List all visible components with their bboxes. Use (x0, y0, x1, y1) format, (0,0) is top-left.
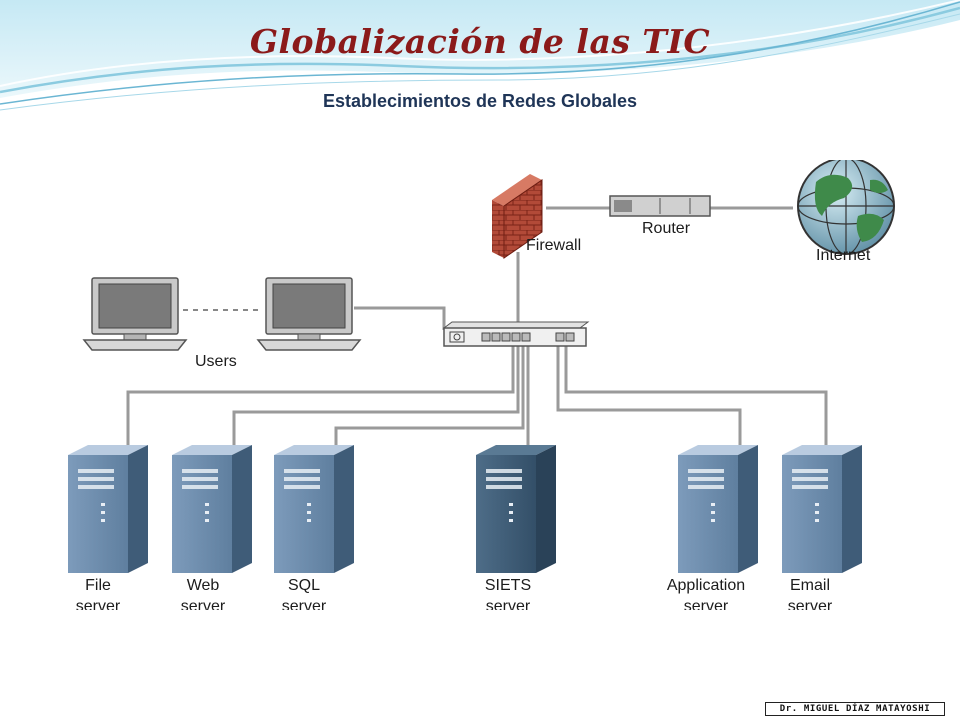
server-web-label-2: server (181, 598, 226, 610)
slide-subtitle: Establecimientos de Redes Globales (322, 91, 638, 111)
author-credit: Dr. MIGUEL DÍAZ MATAYOSHI (765, 702, 945, 716)
internet-label: Internet (816, 247, 871, 264)
server-email-label-1: Email (790, 577, 830, 594)
server-sql (274, 445, 354, 573)
server-web (172, 445, 252, 573)
users-label: Users (195, 353, 237, 370)
server-siets-label-1: SIETS (485, 577, 531, 594)
network-cables (126, 206, 828, 447)
router-label: Router (642, 220, 691, 237)
server-file-label-1: File (85, 577, 111, 594)
internet-globe-icon (797, 160, 895, 255)
header-waves (0, 0, 960, 111)
server-application-label-1: Application (667, 577, 745, 594)
user-computer-left (83, 277, 187, 351)
server-siets (476, 445, 556, 573)
server-application-label-2: server (684, 598, 729, 610)
server-email-label-2: server (788, 598, 833, 610)
server-application (678, 445, 758, 573)
router (609, 195, 711, 217)
server-email (782, 445, 862, 573)
firewall-label: Firewall (526, 237, 581, 254)
server-siets-label-2: server (486, 598, 531, 610)
network-switch (442, 321, 590, 347)
server-file-label-2: server (76, 598, 121, 610)
servers: File server Web server SQL server SIETS server A… (68, 445, 862, 610)
slide-title: Globalización de las TIC (249, 22, 711, 61)
server-sql-label-1: SQL (288, 577, 320, 594)
user-computer-right (257, 277, 361, 351)
firewall (492, 174, 543, 259)
server-sql-label-2: server (282, 598, 327, 610)
server-file (68, 445, 148, 573)
network-diagram: Firewall Router Internet Users (68, 160, 895, 610)
server-web-label-1: Web (187, 577, 220, 594)
